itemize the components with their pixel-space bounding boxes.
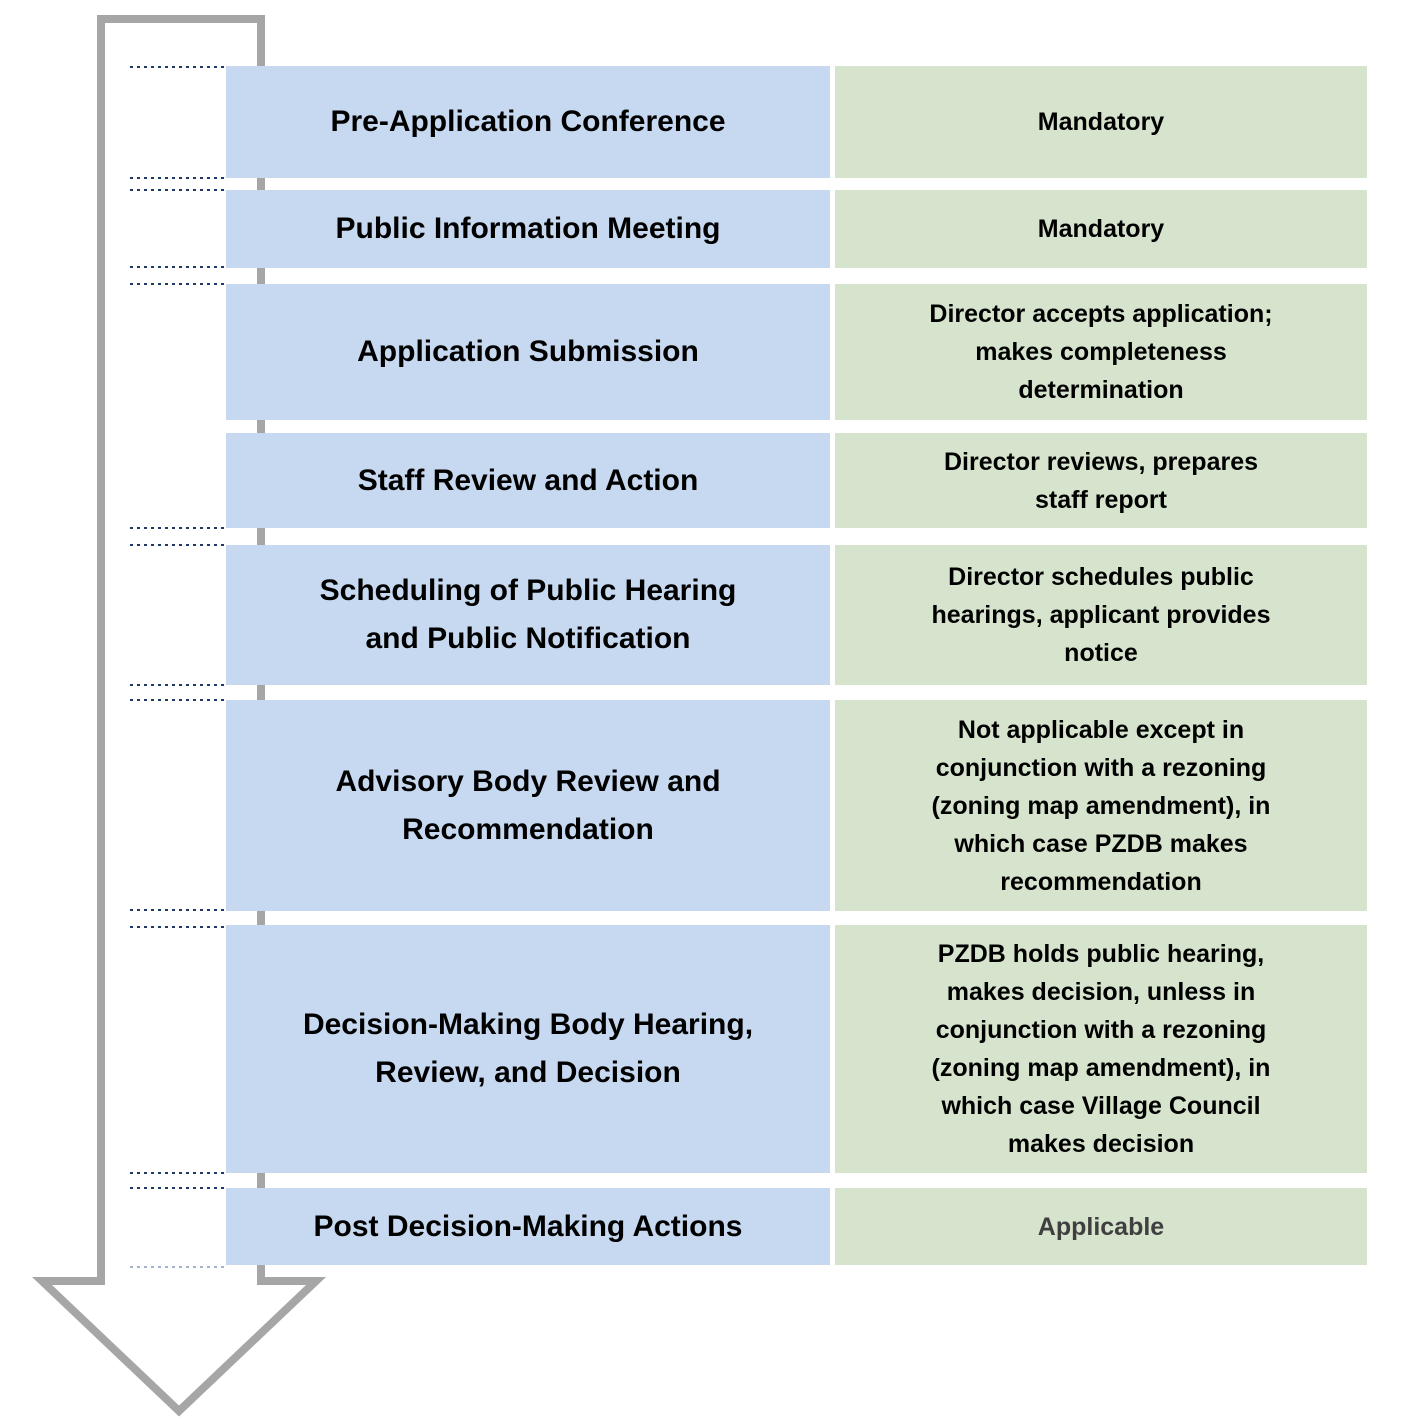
leader-line: [130, 1172, 227, 1174]
detail-box: PZDB holds public hearing, makes decisio…: [835, 925, 1367, 1173]
leader-line: [130, 527, 227, 529]
leader-line: [130, 909, 227, 911]
leader-line: [130, 177, 227, 179]
process-row: Advisory Body Review and Recommendation …: [0, 700, 1405, 911]
detail-box: Not applicable except in conjunction wit…: [835, 700, 1367, 911]
process-row: Pre-Application Conference Mandatory: [0, 66, 1405, 178]
process-row: Decision-Making Body Hearing, Review, an…: [0, 925, 1405, 1173]
leader-line: [130, 684, 227, 686]
step-box: Public Information Meeting: [226, 190, 830, 268]
detail-box: Applicable: [835, 1188, 1367, 1265]
leader-line: [130, 699, 227, 701]
detail-box: Director reviews, prepares staff report: [835, 433, 1367, 528]
process-row: Staff Review and Action Director reviews…: [0, 433, 1405, 528]
detail-box: Director schedules public hearings, appl…: [835, 545, 1367, 685]
step-box: Pre-Application Conference: [226, 66, 830, 178]
leader-line: [130, 1266, 227, 1268]
process-row: Scheduling of Public Hearing and Public …: [0, 545, 1405, 685]
leader-line: [130, 189, 227, 191]
process-row: Application Submission Director accepts …: [0, 284, 1405, 420]
detail-box: Director accepts application; makes comp…: [835, 284, 1367, 420]
leader-line: [130, 544, 227, 546]
step-box: Staff Review and Action: [226, 433, 830, 528]
leader-line: [130, 66, 227, 68]
step-box: Decision-Making Body Hearing, Review, an…: [226, 925, 830, 1173]
step-box: Advisory Body Review and Recommendation: [226, 700, 830, 911]
leader-line: [130, 926, 227, 928]
step-box: Post Decision-Making Actions: [226, 1188, 830, 1265]
process-row: Post Decision-Making Actions Applicable: [0, 1188, 1405, 1265]
detail-box: Mandatory: [835, 66, 1367, 178]
step-box: Scheduling of Public Hearing and Public …: [226, 545, 830, 685]
leader-line: [130, 1187, 227, 1189]
step-box: Application Submission: [226, 284, 830, 420]
leader-line: [130, 283, 227, 285]
leader-line: [130, 266, 227, 268]
detail-box: Mandatory: [835, 190, 1367, 268]
process-row: Public Information Meeting Mandatory: [0, 190, 1405, 268]
